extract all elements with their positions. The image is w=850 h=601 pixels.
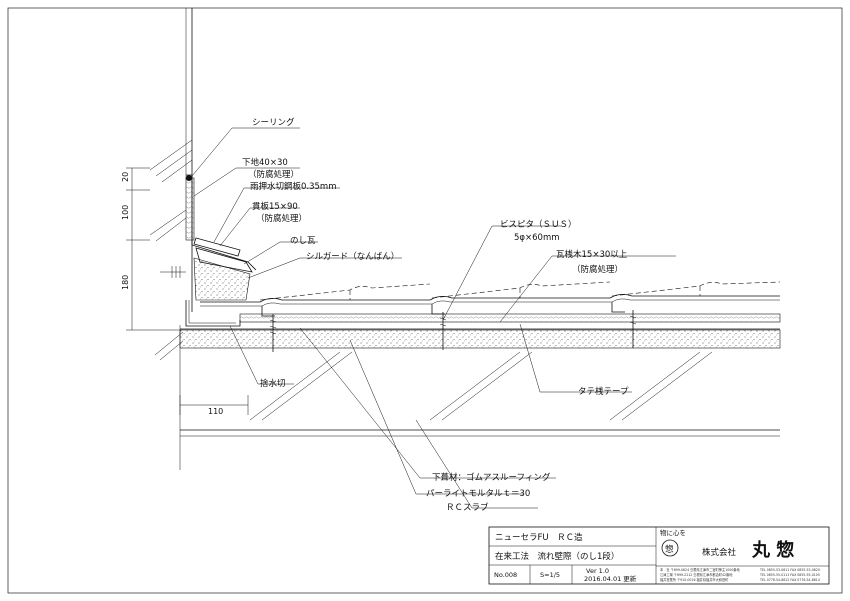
label-nuki-1: 貫板15×90 xyxy=(252,201,298,212)
title-version: Ver 1.0 xyxy=(586,567,609,575)
tile-batten xyxy=(239,313,781,323)
dim-180: 180 xyxy=(121,275,130,290)
label-mortar: パーライトモルタルｔ＝30 xyxy=(426,489,530,499)
perlite-mortar-layer xyxy=(179,329,781,349)
title-scale: S=1/5 xyxy=(540,571,560,579)
address-line: TEL 0776-54-8612 FAX 0776-54-8614 xyxy=(759,578,820,582)
dim-110: 110 xyxy=(208,407,223,416)
label-noshi: のし瓦 xyxy=(290,236,316,246)
screws xyxy=(269,310,637,352)
label-base-1: 下地40×30 xyxy=(242,157,288,168)
label-sill-guard: シルガード（なんばん） xyxy=(306,251,399,262)
title-block xyxy=(488,526,830,585)
label-batten-2: （防腐処理） xyxy=(572,264,623,275)
label-base-2: （防腐処理） xyxy=(248,169,299,180)
wall-flashing-detail xyxy=(160,174,257,301)
roof-tiles xyxy=(200,281,781,317)
sheet-border xyxy=(7,7,843,594)
label-nuki-2: （防腐処理） xyxy=(256,213,307,224)
company-name: 丸 惣 xyxy=(751,539,794,561)
address-line: 福井営業所 〒910-0016 福井県福井市大和田町 xyxy=(660,577,729,582)
label-underlay: 下葺材：ゴムアスルーフィング xyxy=(432,472,551,483)
title-date: 2016.04.01 更新 xyxy=(584,574,637,583)
company-slogan: 物に心を xyxy=(660,528,686,537)
label-slab: ＲＣスラブ xyxy=(446,502,489,513)
label-drip: 捨水切 xyxy=(260,378,286,389)
dim-100: 100 xyxy=(121,205,130,220)
label-batten-1: 瓦桟木15×30以上 xyxy=(556,249,628,260)
title-number: No.008 xyxy=(494,571,517,579)
address-line: TEL 0855-55-0111 FAX 0855-55-0105 xyxy=(759,573,820,577)
address-line: 江津工場 〒699-2212 島根県江津市都治町42番地 xyxy=(660,572,733,577)
label-tape: タテ桟テープ xyxy=(578,386,629,397)
drip-flashing xyxy=(185,300,241,327)
label-screw-2: 5φ×60mm xyxy=(514,233,560,243)
label-flashing: 雨押水切鋼板0.35mm xyxy=(250,181,337,192)
label-screw-1: ビスピタ（ＳＵＳ） xyxy=(500,219,577,230)
title-method: 在来工法 流れ壁際（のし1段） xyxy=(495,551,619,562)
company-logo: 惣 xyxy=(665,544,674,555)
rc-slab xyxy=(179,325,780,470)
dimension-lines xyxy=(126,167,249,415)
leader-lines xyxy=(191,127,676,509)
wall xyxy=(149,8,193,361)
label-sealing: シーリング xyxy=(252,117,295,128)
company-prefix: 株式会社 xyxy=(702,547,737,558)
dim-20: 20 xyxy=(121,172,130,182)
address-line: TEL 0855-53-0611 FAX 0855-53-0620 xyxy=(759,568,820,572)
title-product: ニューセラFU ＲＣ造 xyxy=(495,532,583,543)
address-line: 本 社 〒699-0624 島根県江津市二宮町神主1000番地 xyxy=(660,567,740,572)
